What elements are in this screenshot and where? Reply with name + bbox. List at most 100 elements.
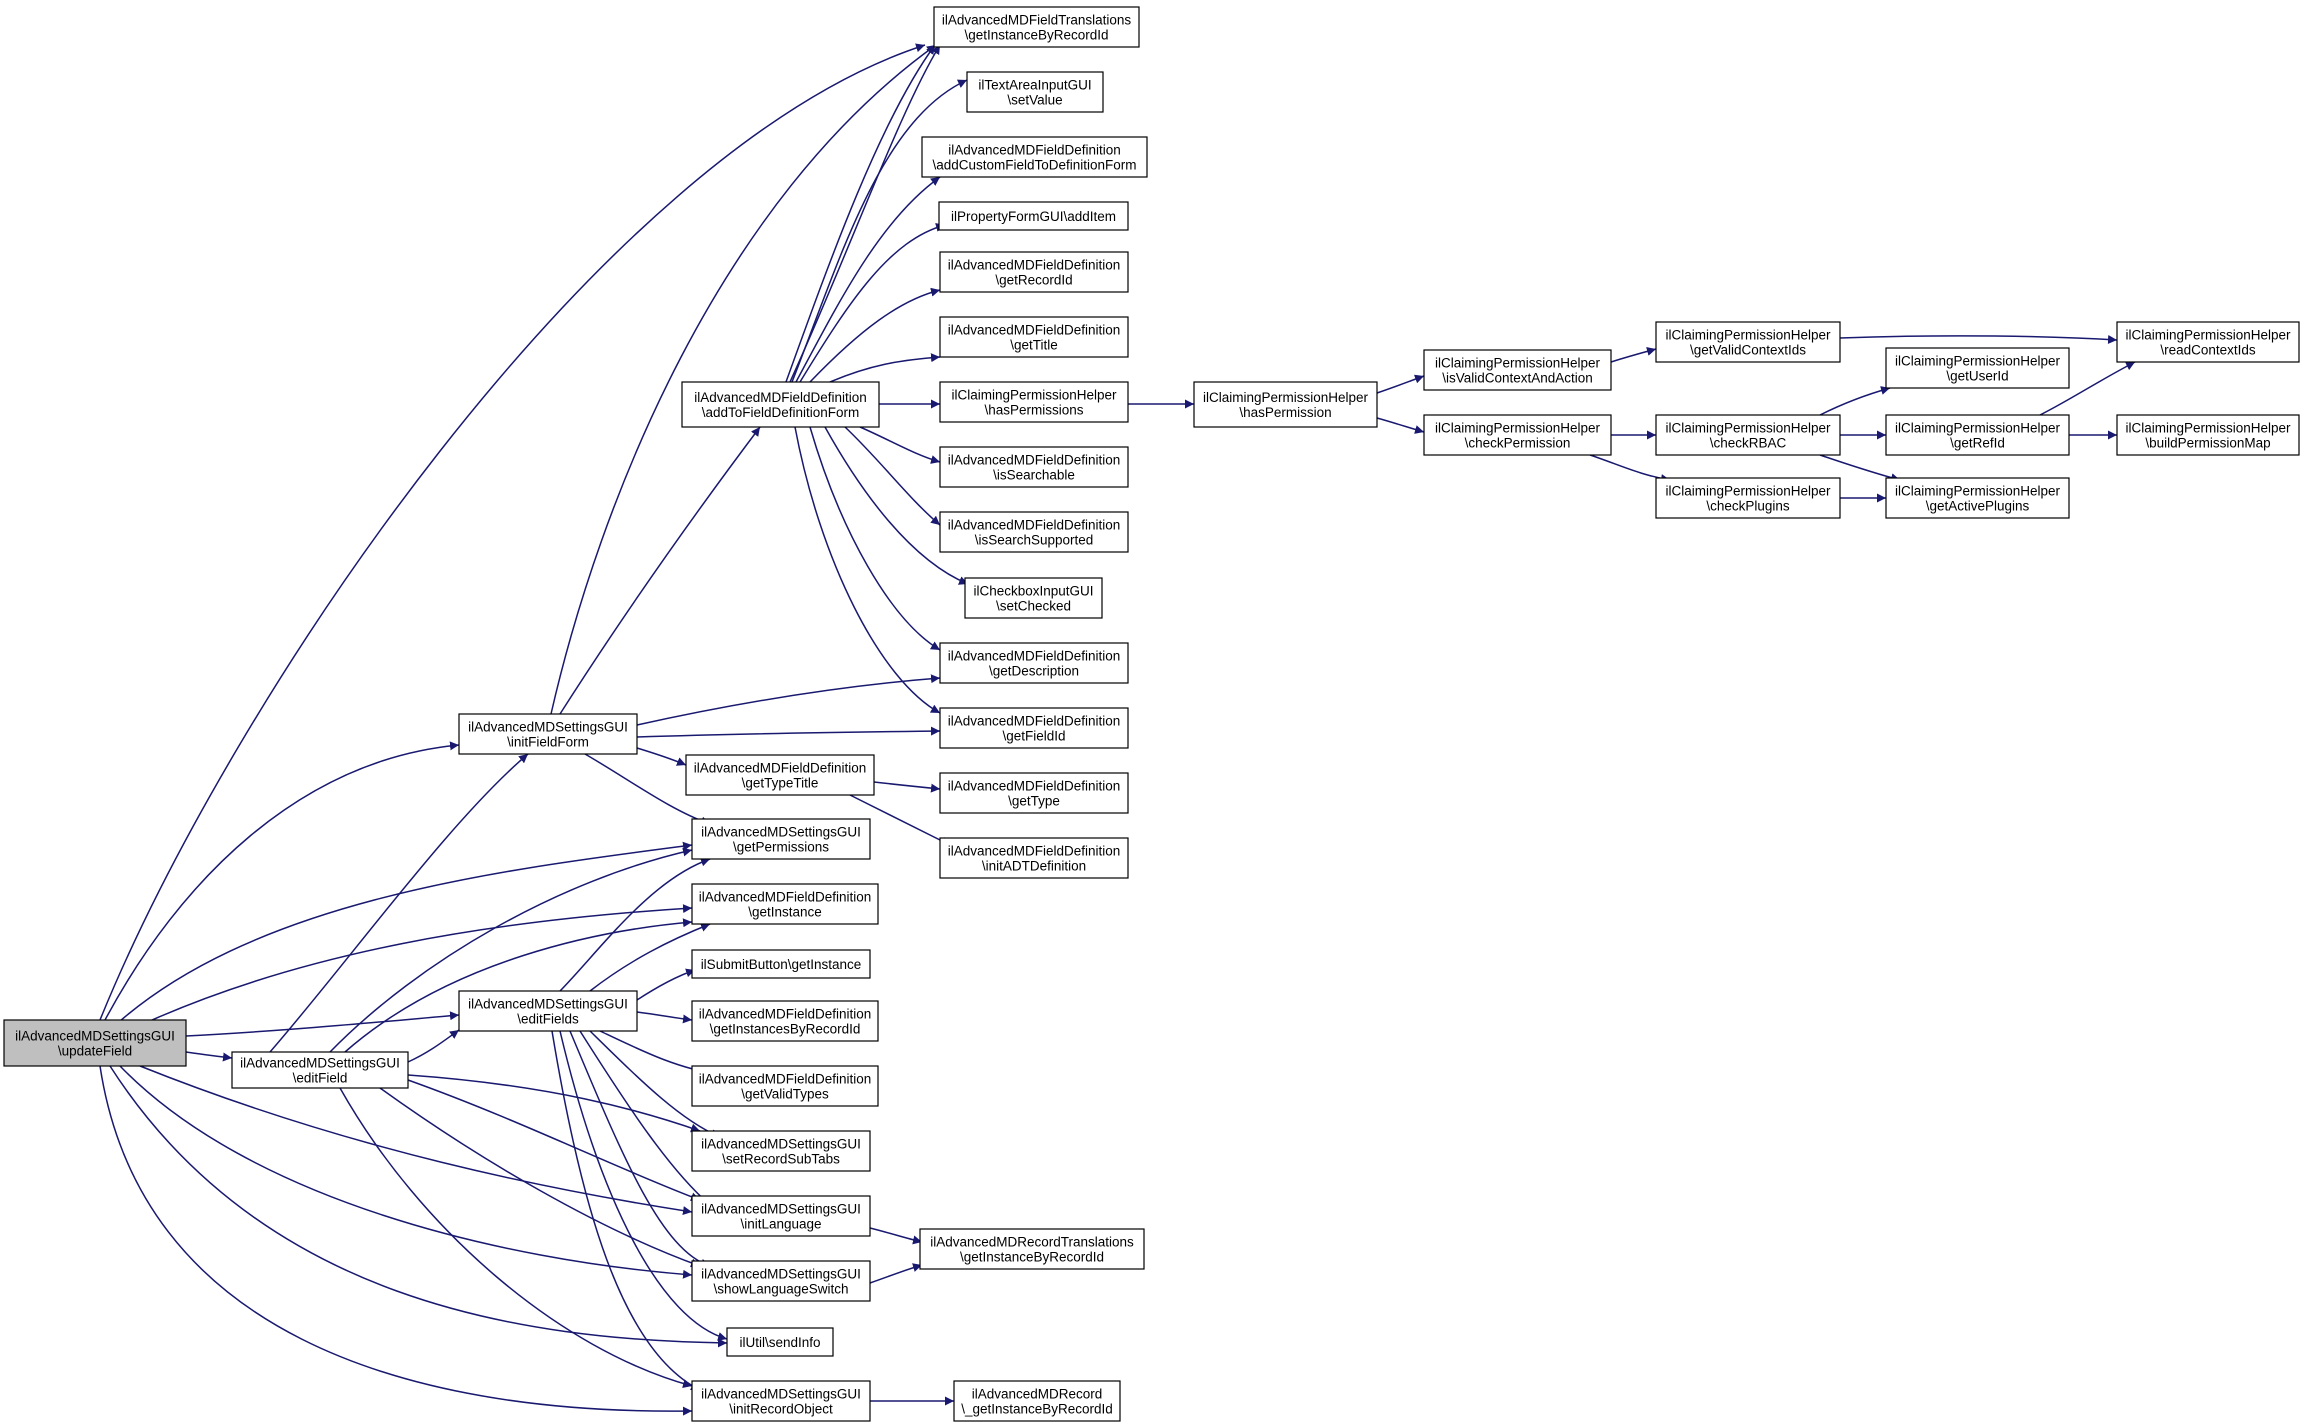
node-isSearchable[interactable]: ilAdvancedMDFieldDefinition\isSearchable (939, 446, 1129, 488)
node-getInstancesByRecordId[interactable]: ilAdvancedMDFieldDefinition\getInstances… (691, 1000, 879, 1042)
edge-updateField-to-initLanguage (139, 1065, 693, 1216)
edge-checkRBAC-to-getActivePlugins (1819, 454, 1901, 483)
node-box (691, 1065, 879, 1107)
node-getValidContextIds[interactable]: ilClaimingPermissionHelper\getValidConte… (1655, 321, 1841, 363)
node-getValidTypes[interactable]: ilAdvancedMDFieldDefinition\getValidType… (691, 1065, 879, 1107)
node-label-line: \updateField (58, 1044, 132, 1059)
edge-updateField-to-fdGetInstance (129, 904, 693, 1031)
node-box (3, 1019, 187, 1067)
node-box (681, 381, 880, 428)
node-initLanguage[interactable]: ilAdvancedMDSettingsGUI\initLanguage (691, 1195, 871, 1237)
edge-editField-to-editFields (407, 1029, 460, 1063)
node-recordTranslations[interactable]: ilAdvancedMDRecordTranslations\getInstan… (919, 1228, 1145, 1270)
node-box (964, 577, 1103, 619)
node-updateField[interactable]: ilAdvancedMDSettingsGUI\updateField (3, 1019, 187, 1067)
node-recordGetInstance[interactable]: ilAdvancedMDRecord\_getInstanceByRecordI… (953, 1380, 1121, 1422)
edge-initFieldForm-to-addToFieldDefinitionForm (559, 426, 761, 715)
node-buildPermissionMap[interactable]: ilClaimingPermissionHelper\buildPermissi… (2116, 414, 2300, 456)
node-label-line: ilClaimingPermissionHelper (1435, 421, 1601, 436)
node-propertyAddItem[interactable]: ilPropertyFormGUI\addItem (938, 201, 1129, 231)
node-submitGetInstance[interactable]: ilSubmitButton\getInstance (691, 949, 871, 979)
node-addToFieldDefinitionForm[interactable]: ilAdvancedMDFieldDefinition\addToFieldDe… (681, 381, 880, 428)
node-checkPlugins[interactable]: ilClaimingPermissionHelper\checkPlugins (1655, 477, 1841, 519)
node-fieldTranslations[interactable]: ilAdvancedMDFieldTranslations\getInstanc… (933, 6, 1140, 48)
node-getRefId[interactable]: ilClaimingPermissionHelper\getRefId (1885, 414, 2070, 456)
node-label-line: \setRecordSubTabs (722, 1152, 840, 1167)
node-box (1655, 414, 1841, 456)
edge-addToFieldDefinitionForm-to-isSearchSupported (844, 426, 941, 526)
edge-addToFieldDefinitionForm-to-addCustomField (795, 176, 941, 383)
node-hasPermission[interactable]: ilClaimingPermissionHelper\hasPermission (1193, 381, 1378, 428)
node-getPermissions[interactable]: ilAdvancedMDSettingsGUI\getPermissions (691, 818, 871, 860)
node-getRecordId[interactable]: ilAdvancedMDFieldDefinition\getRecordId (939, 251, 1129, 293)
node-box (921, 136, 1148, 178)
node-addCustomField[interactable]: ilAdvancedMDFieldDefinition\addCustomFie… (921, 136, 1148, 178)
node-label-line: \addCustomFieldToDefinitionForm (932, 158, 1136, 173)
node-label-line: \getInstancesByRecordId (710, 1022, 861, 1037)
node-getDescription[interactable]: ilAdvancedMDFieldDefinition\getDescripti… (939, 642, 1129, 684)
node-label-line: ilAdvancedMDFieldDefinition (948, 779, 1121, 794)
node-initRecordObject[interactable]: ilAdvancedMDSettingsGUI\initRecordObject (691, 1380, 871, 1422)
node-label-line: \getRefId (1950, 436, 2005, 451)
node-label-line: ilTextAreaInputGUI (978, 78, 1091, 93)
node-editField[interactable]: ilAdvancedMDSettingsGUI\editField (231, 1051, 409, 1089)
node-label-line: ilAdvancedMDSettingsGUI (15, 1029, 175, 1044)
node-box (966, 71, 1104, 113)
node-label-line: ilAdvancedMDSettingsGUI (701, 1137, 861, 1152)
node-getUserId[interactable]: ilClaimingPermissionHelper\getUserId (1885, 347, 2070, 389)
node-initADTDefinition[interactable]: ilAdvancedMDFieldDefinition\initADTDefin… (939, 837, 1129, 879)
node-box (1885, 477, 2070, 519)
node-box (939, 707, 1129, 749)
node-box (1193, 381, 1378, 428)
edge-checkPermission-to-checkPlugins (1589, 454, 1671, 483)
node-box (939, 381, 1129, 423)
node-label-line: \checkPlugins (1706, 499, 1790, 514)
node-getFieldId[interactable]: ilAdvancedMDFieldDefinition\getFieldId (939, 707, 1129, 749)
edge-initFieldForm-to-getDescription (636, 674, 941, 726)
node-label-line: \getUserId (1946, 369, 2008, 384)
edge-updateField-to-initRecordObject (99, 1065, 693, 1416)
node-label-line: \getInstanceByRecordId (960, 1250, 1104, 1265)
node-label-line: ilAdvancedMDRecordTranslations (930, 1235, 1134, 1250)
node-label-line: ilClaimingPermissionHelper (1665, 484, 1831, 499)
node-isSearchSupported[interactable]: ilAdvancedMDFieldDefinition\isSearchSupp… (939, 511, 1129, 553)
node-label-line: \isSearchSupported (975, 533, 1094, 548)
edge-editFields-to-setRecordSubTabs (589, 1030, 721, 1138)
node-label-line: ilAdvancedMDSettingsGUI (701, 825, 861, 840)
node-getType[interactable]: ilAdvancedMDFieldDefinition\getType (939, 772, 1129, 814)
node-checkPermission[interactable]: ilClaimingPermissionHelper\checkPermissi… (1423, 414, 1612, 456)
node-label-line: ilAdvancedMDFieldDefinition (948, 714, 1121, 729)
node-label-line: ilAdvancedMDSettingsGUI (701, 1267, 861, 1282)
node-checkboxSetChecked[interactable]: ilCheckboxInputGUI\setChecked (964, 577, 1103, 619)
node-isValidContextAndAction[interactable]: ilClaimingPermissionHelper\isValidContex… (1423, 349, 1612, 391)
node-label-line: \initADTDefinition (982, 859, 1086, 874)
node-label-line: ilAdvancedMDFieldDefinition (948, 518, 1121, 533)
node-box (1655, 321, 1841, 363)
node-initFieldForm[interactable]: ilAdvancedMDSettingsGUI\initFieldForm (458, 713, 638, 755)
node-box (939, 446, 1129, 488)
node-label-line: ilAdvancedMDSettingsGUI (468, 997, 628, 1012)
node-label-line: \getFieldId (1002, 729, 1065, 744)
edge-editFields-to-submitGetInstance (636, 968, 696, 1001)
node-fdGetInstance[interactable]: ilAdvancedMDFieldDefinition\getInstance (691, 883, 879, 925)
edge-addToFieldDefinitionForm-to-isSearchable (859, 426, 941, 464)
node-showLanguageSwitch[interactable]: ilAdvancedMDSettingsGUI\showLanguageSwit… (691, 1260, 871, 1302)
edge-updateField-to-fieldTranslations (99, 43, 926, 1021)
node-textAreaSetValue[interactable]: ilTextAreaInputGUI\setValue (966, 71, 1104, 113)
edge-addToFieldDefinitionForm-to-fieldTranslations (785, 44, 936, 383)
node-setRecordSubTabs[interactable]: ilAdvancedMDSettingsGUI\setRecordSubTabs (691, 1130, 871, 1172)
node-hasPermissions[interactable]: ilClaimingPermissionHelper\hasPermission… (939, 381, 1129, 423)
node-box (691, 818, 871, 860)
node-sendInfo[interactable]: ilUtil\sendInfo (726, 1327, 834, 1357)
node-label-line: ilClaimingPermissionHelper (1203, 390, 1369, 405)
node-checkRBAC[interactable]: ilClaimingPermissionHelper\checkRBAC (1655, 414, 1841, 456)
node-editFields[interactable]: ilAdvancedMDSettingsGUI\editFields (458, 990, 638, 1032)
node-getTitle[interactable]: ilAdvancedMDFieldDefinition\getTitle (939, 316, 1129, 358)
edge-isValidContextAndAction-to-getValidContextIds (1610, 347, 1657, 363)
node-getActivePlugins[interactable]: ilClaimingPermissionHelper\getActivePlug… (1885, 477, 2070, 519)
node-getTypeTitle[interactable]: ilAdvancedMDFieldDefinition\getTypeTitle (685, 754, 875, 796)
node-label-line: \getValidContextIds (1690, 343, 1806, 358)
node-box (231, 1051, 409, 1089)
node-readContextIds[interactable]: ilClaimingPermissionHelper\readContextId… (2116, 321, 2300, 363)
